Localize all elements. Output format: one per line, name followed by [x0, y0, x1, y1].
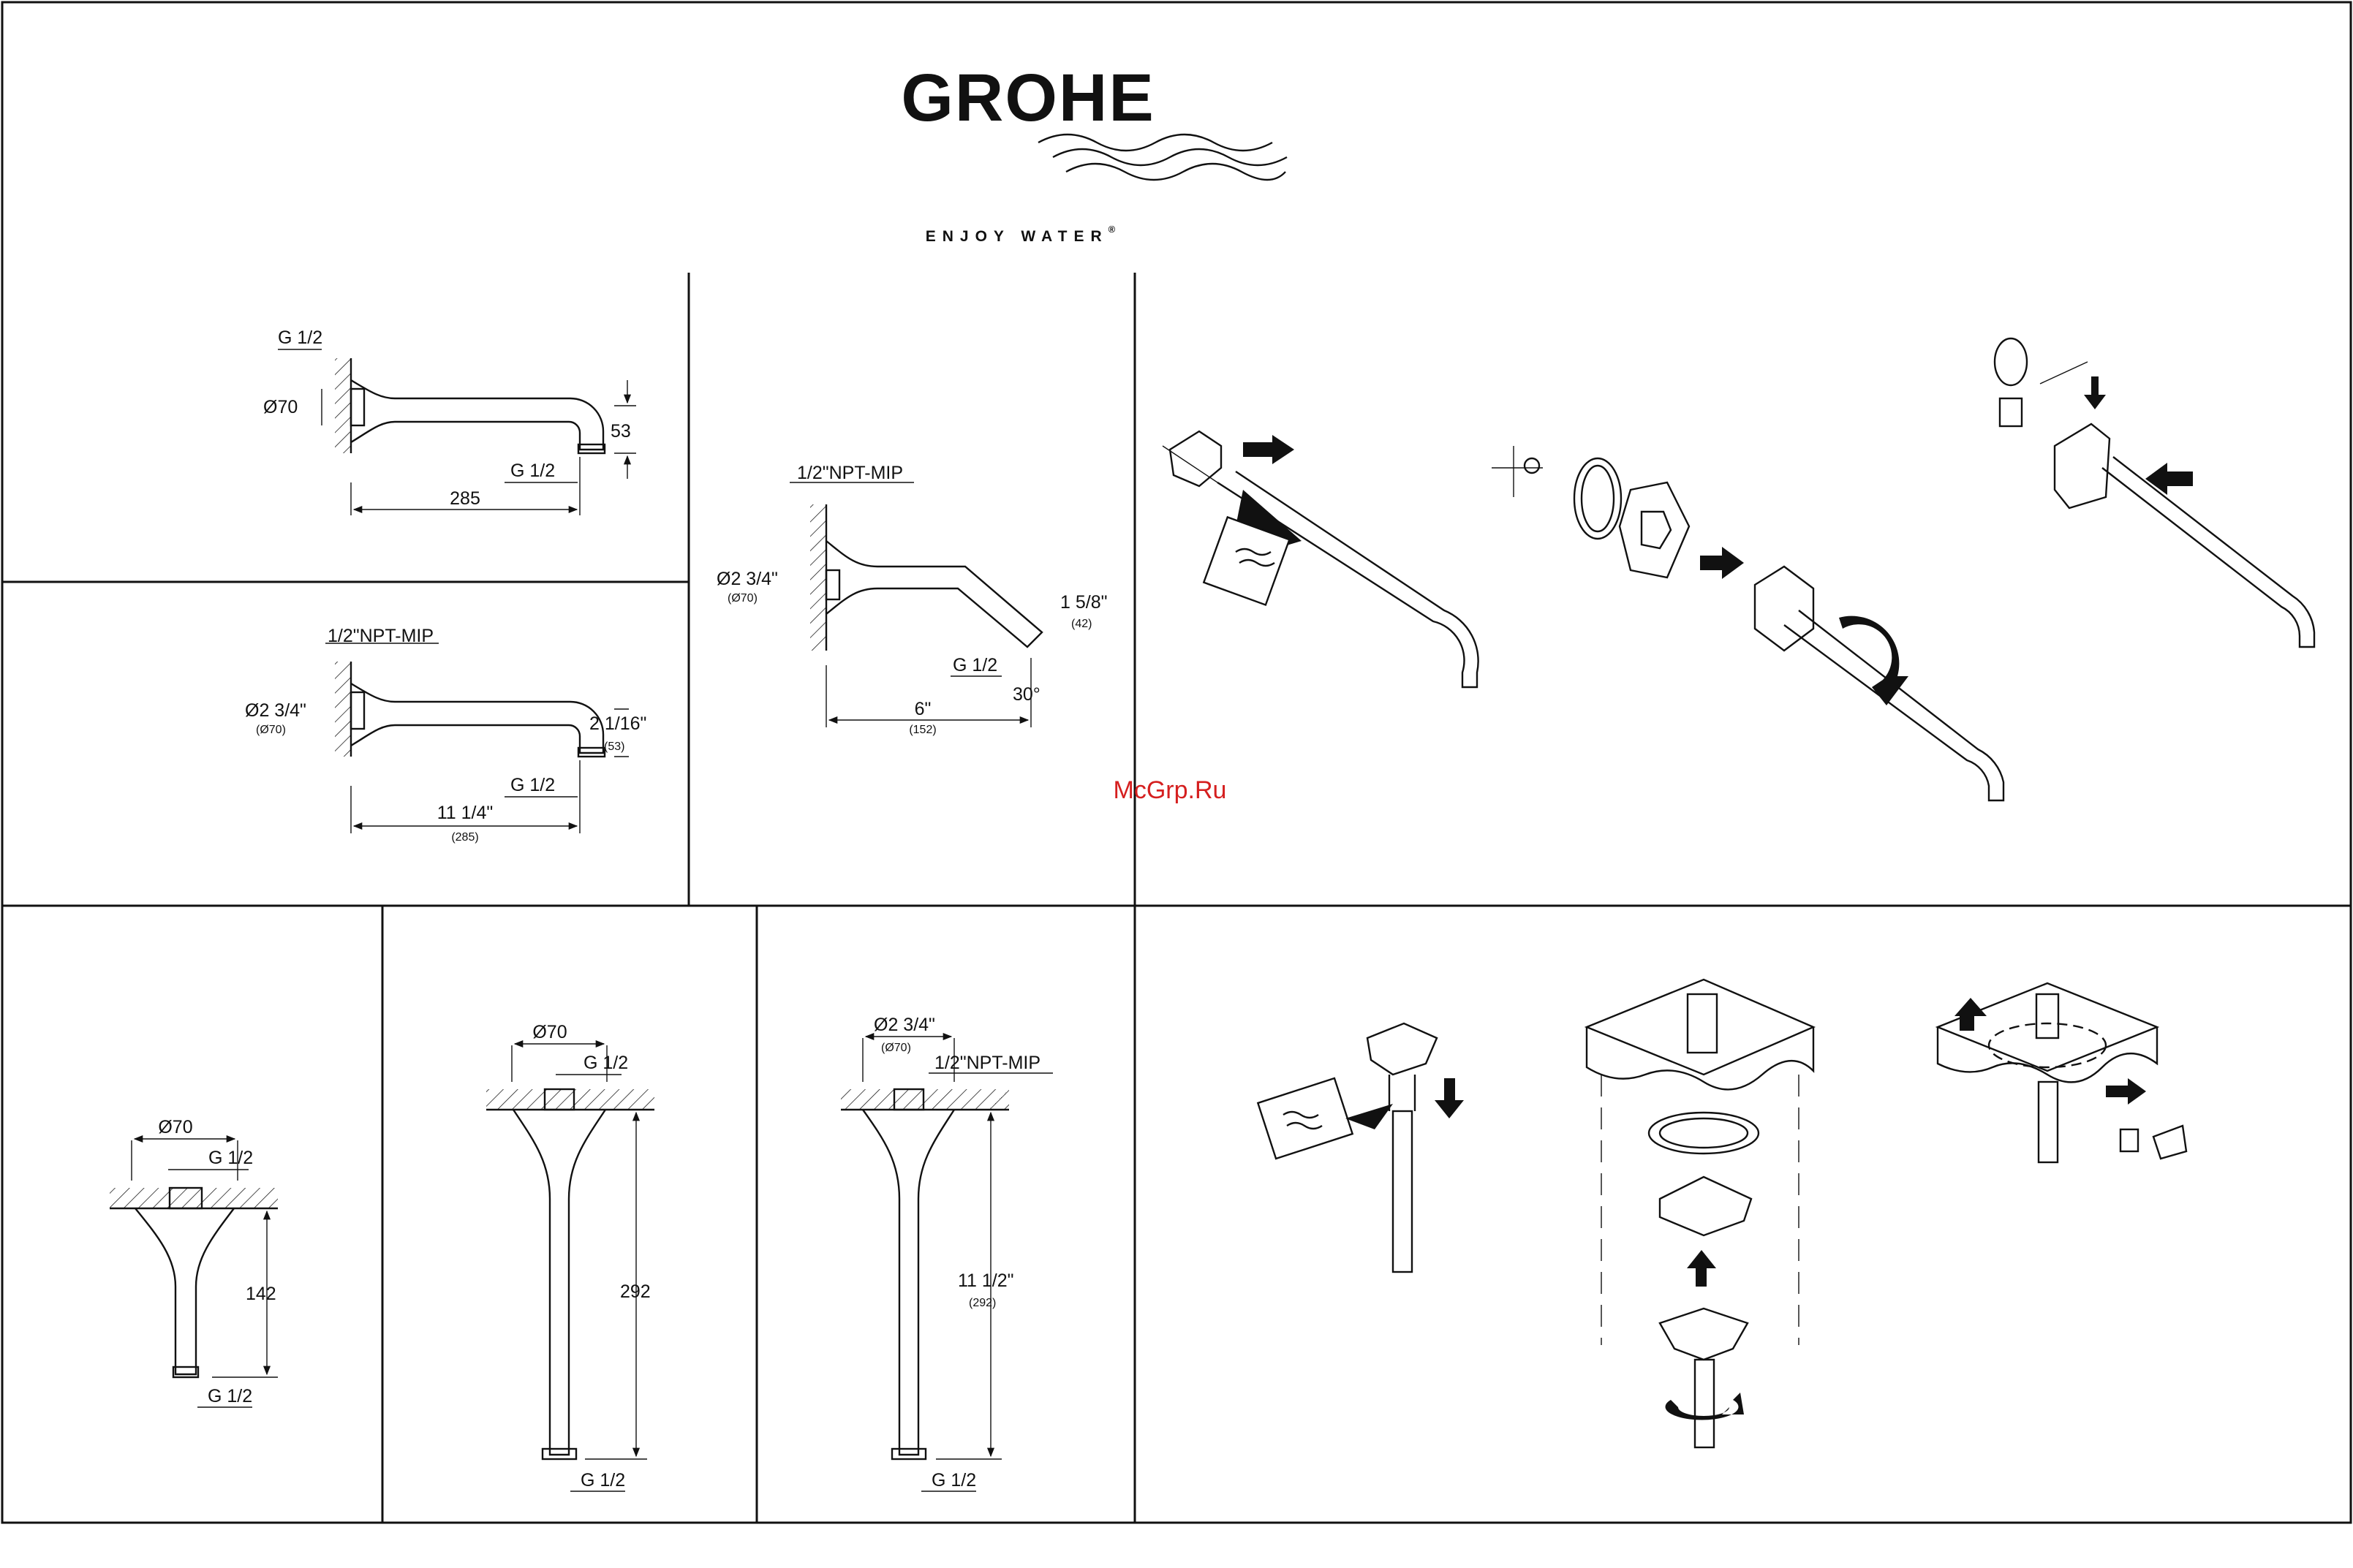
panel-wall-arm-angled: 6" (152) 1 5/8" (42) 30° Ø2 3/4" (Ø70) 1… — [717, 463, 1107, 736]
wall-angled-length-mm: (152) — [909, 724, 936, 736]
wall-metric-thread-outlet: G 1/2 — [510, 461, 555, 481]
brand-name: GROHE — [901, 61, 1155, 135]
wall-metric-flange: Ø70 — [263, 397, 298, 417]
wall-inch-flange-mm: (Ø70) — [256, 724, 286, 736]
ceiling-inch-flange: Ø2 3/4" — [874, 1015, 935, 1035]
panel-wall-arm-metric: 285 53 Ø70 G 1/2 G 1/2 — [263, 327, 636, 515]
panel-wall-arm-inch: 11 1/4" (285) 2 1/16" (53) Ø2 3/4" (Ø70)… — [245, 626, 646, 844]
panel-ceiling-installation — [1258, 980, 2186, 1447]
ceiling-long-height: 292 — [620, 1281, 651, 1302]
wall-metric-drop: 53 — [611, 421, 631, 442]
ceiling-inch-thread-outlet: G 1/2 — [932, 1470, 976, 1491]
wall-inch-drop-mm: (53) — [604, 741, 624, 753]
watermark: McGrp.Ru — [1114, 776, 1227, 804]
wall-angled-flange-mm: (Ø70) — [728, 592, 758, 605]
wall-angled-flange: Ø2 3/4" — [717, 569, 778, 589]
ceiling-inch-height: 11 1/2" — [958, 1270, 1014, 1291]
ceiling-short-flange: Ø70 — [158, 1117, 192, 1137]
wall-inch-drop: 2 1/16" — [589, 713, 646, 734]
panel-ceiling-arm-short: Ø70 G 1/2 142 G 1/2 — [110, 1117, 278, 1407]
ceiling-short-thread-top: G 1/2 — [208, 1148, 253, 1168]
ceiling-inch-thread-top: 1/2"NPT-MIP — [934, 1053, 1040, 1073]
grohe-logo: GROHE ENJOY WATER® — [901, 61, 1287, 245]
brand-tagline: ENJOY WATER® — [926, 224, 1122, 245]
wall-inch-length-mm: (285) — [451, 831, 478, 844]
wall-inch-thread-outlet: G 1/2 — [510, 775, 555, 795]
ceiling-inch-flange-mm: (Ø70) — [881, 1042, 911, 1054]
wall-angled-drop: 1 5/8" — [1060, 592, 1107, 613]
panel-ceiling-arm-inch: Ø2 3/4" (Ø70) 1/2"NPT-MIP 11 1/2" (292) … — [841, 1015, 1053, 1491]
ceiling-short-height: 142 — [246, 1284, 276, 1304]
wall-angled-angle: 30° — [1013, 684, 1040, 705]
wall-inch-thread-top: 1/2"NPT-MIP — [328, 626, 434, 646]
wall-angled-thread-outlet: G 1/2 — [953, 655, 997, 675]
wall-inch-length: 11 1/4" — [437, 803, 494, 823]
wall-angled-drop-mm: (42) — [1071, 618, 1092, 630]
wall-angled-thread-top: 1/2"NPT-MIP — [797, 463, 903, 483]
ceiling-short-thread-outlet: G 1/2 — [208, 1386, 252, 1406]
panel-ceiling-arm-long: Ø70 G 1/2 292 G 1/2 — [486, 1022, 654, 1491]
wall-metric-length: 285 — [450, 488, 480, 509]
ceiling-long-flange: Ø70 — [532, 1022, 567, 1042]
ceiling-inch-height-mm: (292) — [969, 1297, 996, 1309]
panel-wall-installation — [1163, 338, 2314, 800]
wall-metric-thread-top: G 1/2 — [278, 327, 322, 348]
wall-inch-flange: Ø2 3/4" — [245, 700, 306, 721]
ceiling-long-thread-outlet: G 1/2 — [581, 1470, 625, 1491]
wall-angled-length: 6" — [915, 699, 932, 719]
page-frame — [2, 2, 2351, 1523]
ceiling-long-thread-top: G 1/2 — [583, 1053, 628, 1073]
